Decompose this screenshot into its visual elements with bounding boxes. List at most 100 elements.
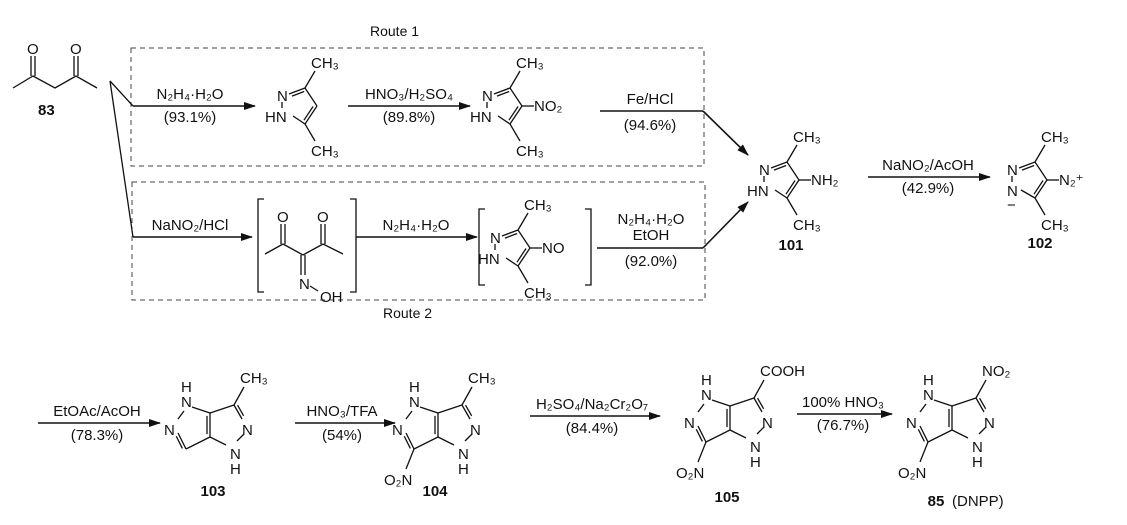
reagent-label: 100% HNO₃ [802,394,884,411]
atom-n: N [923,387,934,404]
double-bond [504,232,518,239]
bond [437,404,463,414]
yield-label: (78.3%) [71,427,124,444]
double-bond [917,428,925,442]
reagent-label: NaNO₂/HCl [152,217,229,234]
reaction-r1-conditions: N₂H₄·H₂O(93.1%) [157,86,224,126]
bond [501,229,519,237]
atom-n: N [1007,162,1018,179]
atom-n: N [762,415,773,432]
reagent-label: N₂H₄·H₂O [157,86,224,103]
bond [413,436,439,450]
yield-label: (76.7%) [817,417,870,434]
branch-lines [109,80,134,238]
bond [786,161,800,181]
atom-o: O [277,209,289,226]
reagent-label: N₂H₄·H₂O [618,211,685,228]
atom-ch3: CH₃ [524,285,552,302]
bond [405,432,415,450]
yield-label: (42.9%) [902,180,955,197]
atom-n: N [409,394,420,411]
atom-n: N [1007,183,1018,200]
bond [461,386,473,406]
bond [405,410,413,420]
atom-hn: HN [470,109,492,126]
bond [302,243,324,256]
double-bond [773,164,787,171]
negative-charge: − [1007,197,1016,214]
atom-ch3: CH₃ [1041,129,1069,146]
atom-oh: OH [320,289,343,306]
bond [951,429,969,439]
atom-h: H [181,379,192,396]
double-bond [403,435,411,449]
atom-ch3: CH₃ [524,197,552,214]
atom-ch3: CH₃ [516,55,544,72]
double-bond [695,428,703,442]
bond [233,386,245,406]
double-bond [757,397,765,410]
yield-label: (84.4%) [566,420,619,437]
substituent: NO₂ [982,363,1011,380]
bond [292,115,306,125]
atom-n: N [684,415,695,432]
bond [304,123,316,142]
atom-n: N [470,422,481,439]
compound-104-label: 104 [422,483,448,500]
bond [774,189,788,199]
compound-85-name: (DNPP) [952,493,1004,510]
atom-nh2: NH₂ [811,172,839,189]
arrow-r6 [702,201,749,249]
bond [978,426,987,435]
reaction-r8-conditions: EtOAc/AcOH(78.3%) [53,403,141,444]
atom-o2n: O₂N [676,465,704,482]
bond [919,403,927,413]
bond [1034,161,1048,181]
atom-n: N [299,276,310,293]
bond [236,433,245,442]
double-bond [1021,164,1035,171]
atom-h: H [230,461,241,478]
bond [464,433,473,442]
atom-n: N [750,439,761,456]
double-bond [785,180,796,195]
reagent-label: HNO₃/TFA [306,403,377,420]
arrow-r3 [702,110,749,156]
double-bond [175,435,183,449]
compound-103-label: 103 [200,483,225,500]
compound-85-label: 85 [928,493,945,510]
bond [509,87,523,107]
atom-n: N [984,415,995,432]
bond [919,425,929,443]
compound-83-label: 83 [38,102,55,119]
reaction-r11-conditions: 100% HNO₃ (76.7%) [802,394,884,434]
double-bond [465,404,473,417]
bond [497,115,511,125]
bond [786,144,798,163]
bond [705,429,731,443]
bond [309,285,319,292]
bond [509,123,521,142]
atom-h: H [409,379,420,396]
atom-n: N [242,422,253,439]
atom-ch3: CH₃ [311,143,339,160]
atom-n: N [181,394,192,411]
atom-hn: HN [747,183,769,200]
bond [770,161,788,169]
bond [304,87,318,107]
bond [405,448,415,470]
bond [419,406,439,414]
atom-h: H [458,461,469,478]
bond [1034,144,1046,163]
bond [756,426,765,435]
atom-n: N [490,230,501,247]
bond [951,397,977,407]
bond [493,87,511,95]
atom-n: N [906,415,917,432]
bond [711,399,731,407]
bond [975,379,987,399]
